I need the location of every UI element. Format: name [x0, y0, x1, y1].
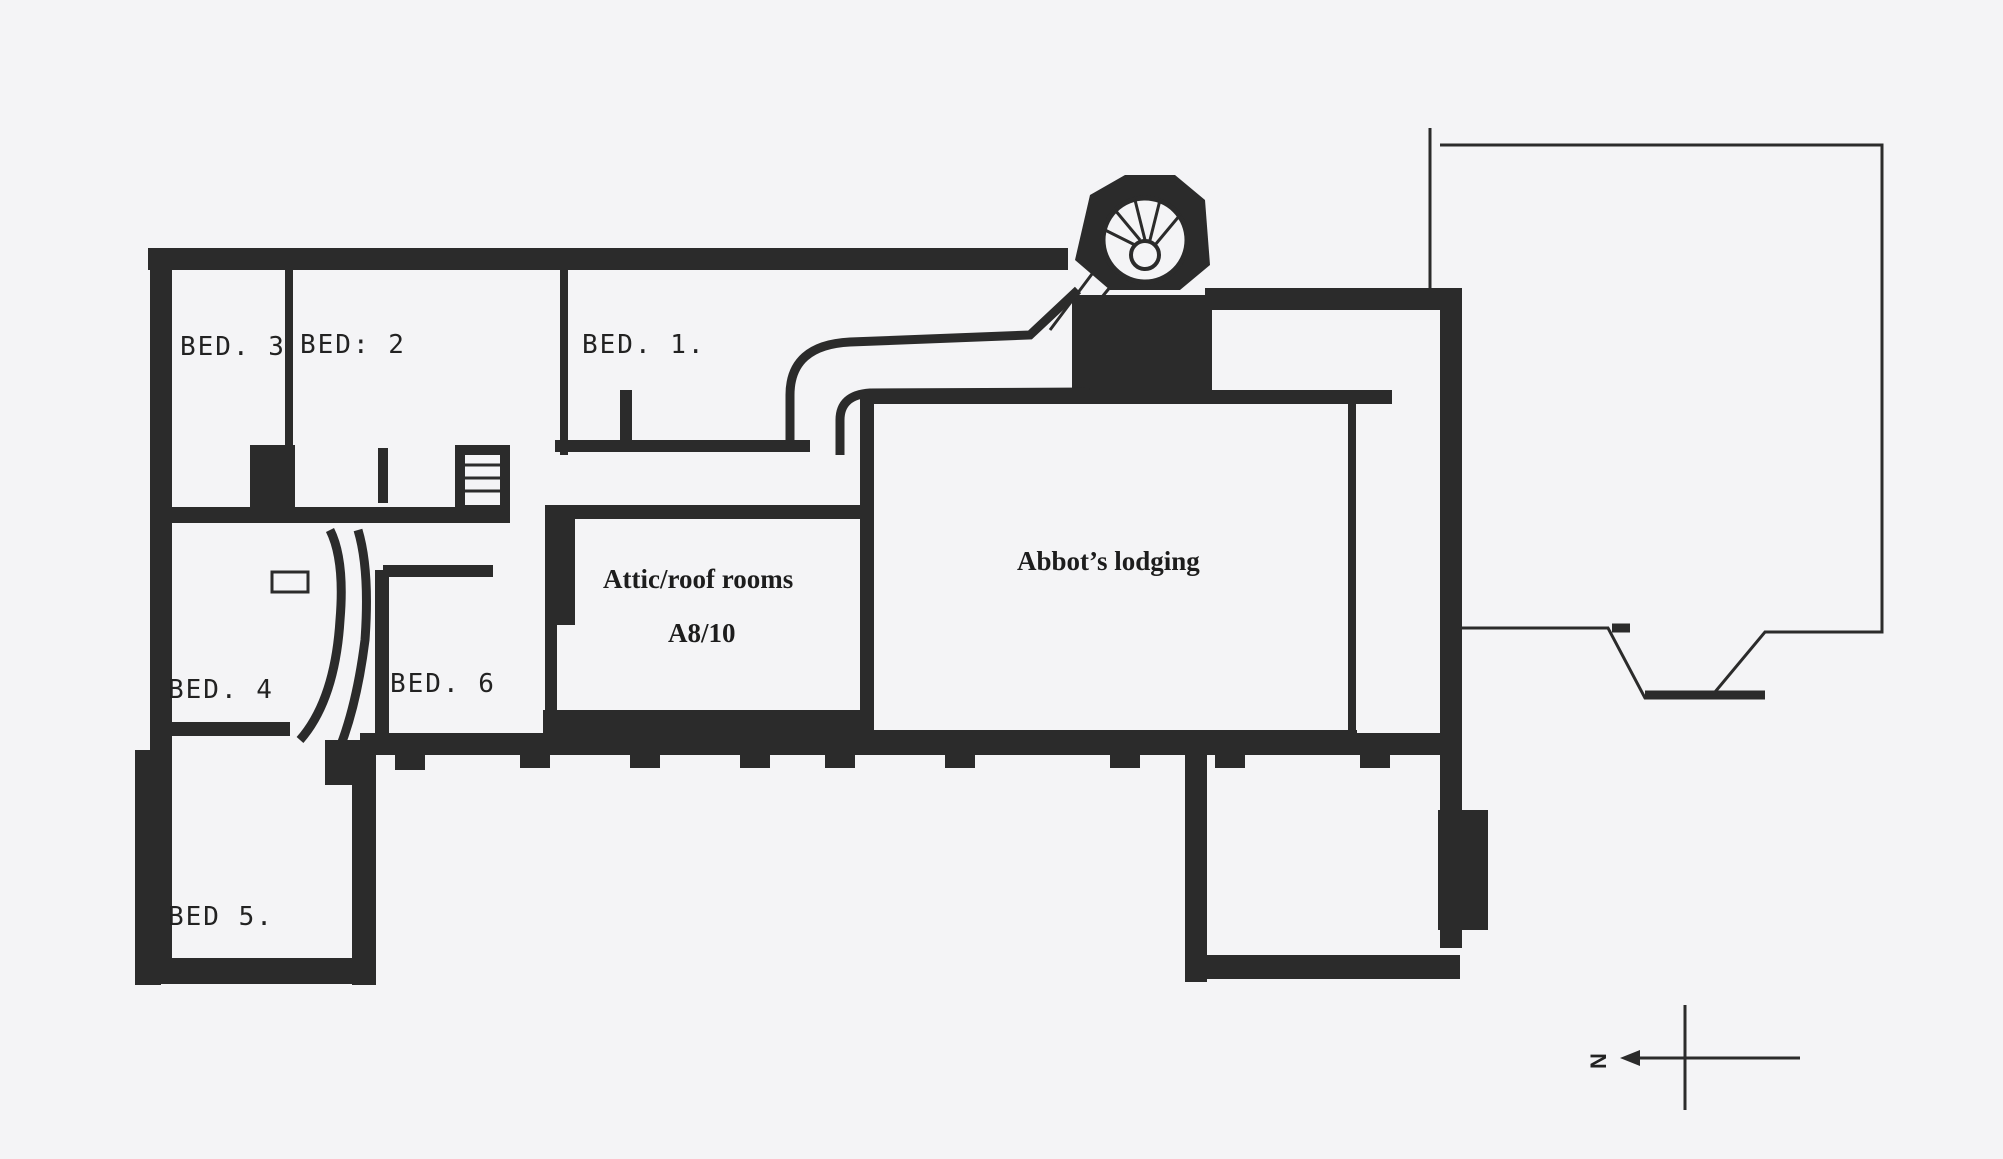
north-letter: N [1586, 1053, 1611, 1069]
label-bed-3: BED. 3 [180, 332, 286, 362]
label-bed-2: BED: 2 [300, 330, 406, 360]
label-bed-6: BED. 6 [390, 669, 496, 699]
label-abbots-lodging: Abbot’s lodging [1017, 546, 1200, 576]
label-bed-4: BED. 4 [168, 675, 274, 705]
building-walls [135, 248, 1488, 985]
room-labels: BED. 3 BED: 2 BED. 1. BED. 4 BED. 6 BED … [168, 330, 1200, 932]
label-attic-rooms: Attic/roof rooms [603, 564, 793, 594]
label-bed-1: BED. 1. [582, 330, 706, 360]
spiral-staircase [1048, 175, 1210, 331]
north-arrow: N [1586, 1005, 1800, 1110]
label-attic-ref: A8/10 [668, 618, 736, 648]
external-outline [1428, 128, 1884, 700]
label-bed-5: BED 5. [168, 902, 274, 932]
